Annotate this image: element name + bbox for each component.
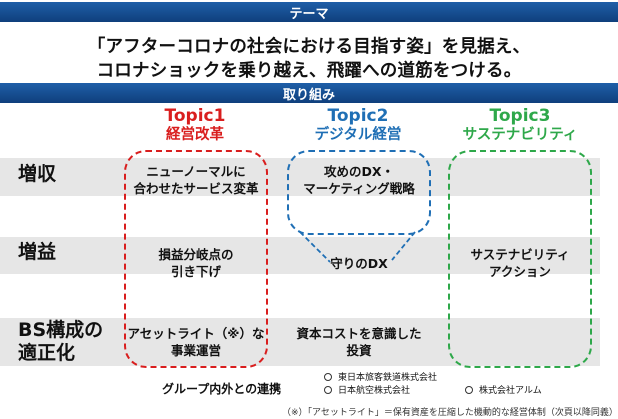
cell-line: 引き下げ	[170, 264, 221, 279]
row-label-bs-line2: 適正化	[18, 342, 76, 364]
cell-line: サステナビリティ	[470, 247, 570, 262]
topic1-heading: Topic1 経営改革	[120, 107, 270, 145]
headline-line-1: 「アフターコロナの社会における目指す姿」を見据え、	[87, 37, 531, 57]
cell-line: 守りのDX	[330, 256, 388, 271]
cell-revenue-topic2: 攻めのDX・ マーケティング戦略	[287, 163, 431, 197]
topic2-dashed-frame	[287, 150, 431, 235]
row-band-bs	[0, 318, 600, 366]
topic1-dashed-frame	[124, 150, 268, 368]
circle-bullet-icon	[324, 372, 332, 381]
topic2-subtitle: デジタル経営	[314, 127, 402, 143]
cell-line: 攻めのDX・	[323, 164, 394, 179]
partner-name: 東日本旅客鉄道株式会社	[338, 373, 438, 383]
row-band-profit	[0, 237, 600, 274]
row-label-profit: 増益	[18, 241, 57, 263]
group-collaboration-label: グループ内外との連携	[162, 382, 282, 396]
cell-bs-topic1: アセットライト（※）な 事業運営	[124, 325, 268, 359]
row-label-bs-line1: BS構成の	[18, 319, 104, 341]
partner-item: 日本航空株式会社	[324, 385, 411, 397]
circle-bullet-icon	[465, 385, 473, 394]
partner-item: 株式会社アルム	[465, 385, 542, 397]
topic3-heading: Topic3 サステナビリティ	[445, 107, 595, 145]
cell-revenue-topic1: ニューノーマルに 合わせたサービス変革	[124, 163, 268, 197]
cell-line: アクション	[489, 264, 551, 279]
topic1-subtitle: 経営改革	[166, 127, 224, 143]
footnote: （※）「アセットライト」＝保有資産を圧縮した機動的な経営体制（次頁以降同義）	[282, 408, 618, 418]
cell-line: 合わせたサービス変革	[133, 181, 259, 196]
cell-line: 事業運営	[170, 343, 221, 358]
cell-bs-topic2: 資本コストを意識した 投資	[287, 325, 431, 359]
cell-line: 投資	[346, 343, 372, 358]
topic3-dashed-frame	[448, 150, 592, 368]
cell-line: 資本コストを意識した	[296, 326, 422, 341]
circle-bullet-icon	[324, 385, 332, 394]
cell-line: マーケティング戦略	[303, 181, 415, 196]
cell-profit-topic2: 守りのDX	[287, 255, 431, 272]
theme-header-band: テーマ	[0, 2, 618, 22]
cell-line: ニューノーマルに	[146, 164, 246, 179]
topic1-title: Topic1	[164, 106, 226, 126]
topic3-title: Topic3	[489, 106, 551, 126]
partner-name: 日本航空株式会社	[338, 386, 411, 396]
topic2-title: Topic2	[327, 106, 389, 126]
cell-line: 損益分岐点の	[158, 247, 234, 262]
partner-item: 東日本旅客鉄道株式会社	[324, 372, 438, 384]
row-label-revenue: 増収	[18, 163, 57, 185]
theme-label: テーマ	[289, 6, 329, 22]
topic2-heading: Topic2 デジタル経営	[283, 107, 433, 145]
topic3-subtitle: サステナビリティ	[462, 127, 578, 143]
headline-line-2: コロナショックを乗り越え、飛躍への道筋をつける。	[96, 61, 522, 81]
actions-header-band: 取り組み	[0, 83, 618, 103]
cell-profit-topic1: 損益分岐点の 引き下げ	[124, 246, 268, 280]
row-label-bs: BS構成の 適正化	[18, 319, 103, 365]
cell-profit-topic3: サステナビリティ アクション	[448, 246, 592, 280]
cell-line: アセットライト（※）な	[127, 326, 265, 341]
actions-label: 取り組み	[282, 87, 335, 103]
partner-name: 株式会社アルム	[479, 386, 542, 396]
